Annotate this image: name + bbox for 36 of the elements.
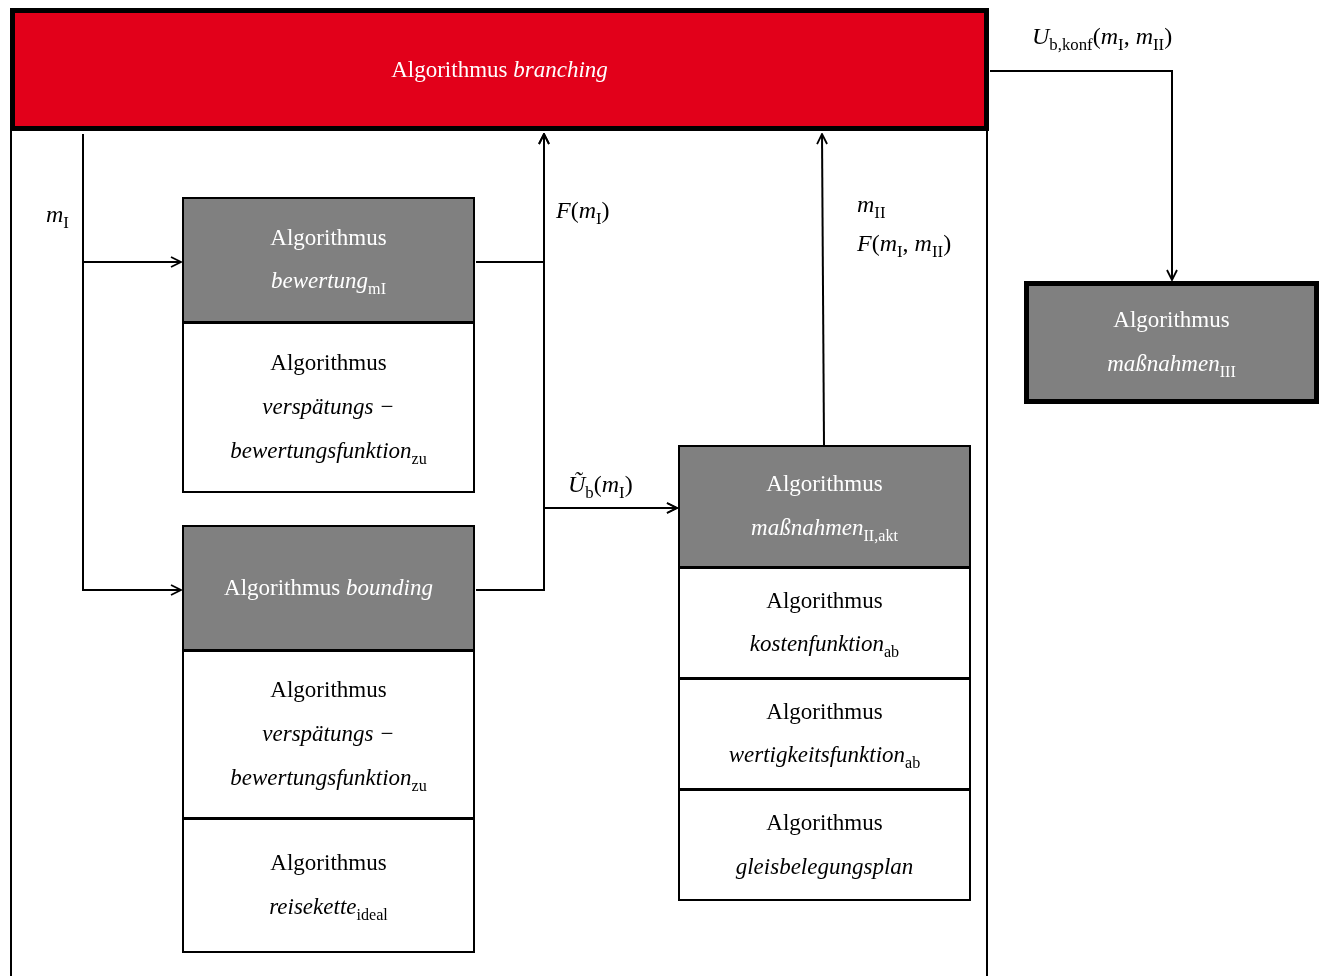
node-text: Algorithmus <box>765 809 884 838</box>
process-box <box>10 8 989 131</box>
node-text: maßnahmen$_{III}$ <box>1106 349 1237 382</box>
node-text: Algorithmus branching <box>390 55 609 84</box>
node-text: Algorithmus <box>269 223 388 252</box>
node-text: maßnahmen$_{II,akt}$ <box>750 513 899 546</box>
frame-box <box>10 10 988 976</box>
node-text: Algorithmus <box>269 849 388 878</box>
process-box <box>678 445 971 568</box>
node-text: kostenfunktion$_{ab}$ <box>748 630 901 662</box>
process-box <box>182 322 475 493</box>
node-text: Algorithmus <box>1112 306 1231 335</box>
node-text: Algorithmus <box>765 697 884 726</box>
node-text: Algorithmus <box>269 676 388 705</box>
process-box <box>678 678 971 790</box>
process-box <box>1024 281 1319 404</box>
process-box <box>678 567 971 679</box>
arrow <box>989 70 1178 281</box>
node-text: verspätungs − bewertungsfunktion$_{zu}$ <box>229 719 428 796</box>
process-box <box>182 650 475 819</box>
process-box <box>182 818 475 953</box>
node-text: Algorithmus bounding <box>223 574 434 603</box>
arrow <box>475 502 678 591</box>
process-box <box>182 197 475 323</box>
node-text: Algorithmus <box>269 349 388 378</box>
arrow <box>816 133 828 447</box>
node-text: gleisbelegungsplan <box>734 853 915 881</box>
node-text: verspätungs − bewertungsfunktion$_{zu}$ <box>229 392 428 469</box>
node-text: Algorithmus <box>765 586 884 615</box>
node-text: bewertung$_{mI}$ <box>270 267 387 299</box>
node-text: reisekette$_{ideal}$ <box>268 892 389 925</box>
process-box <box>182 525 475 651</box>
node-text: Algorithmus <box>765 470 884 499</box>
process-box <box>678 789 971 901</box>
node-text: wertigkeitsfunktion$_{ab}$ <box>727 741 922 773</box>
arrow <box>82 133 182 596</box>
